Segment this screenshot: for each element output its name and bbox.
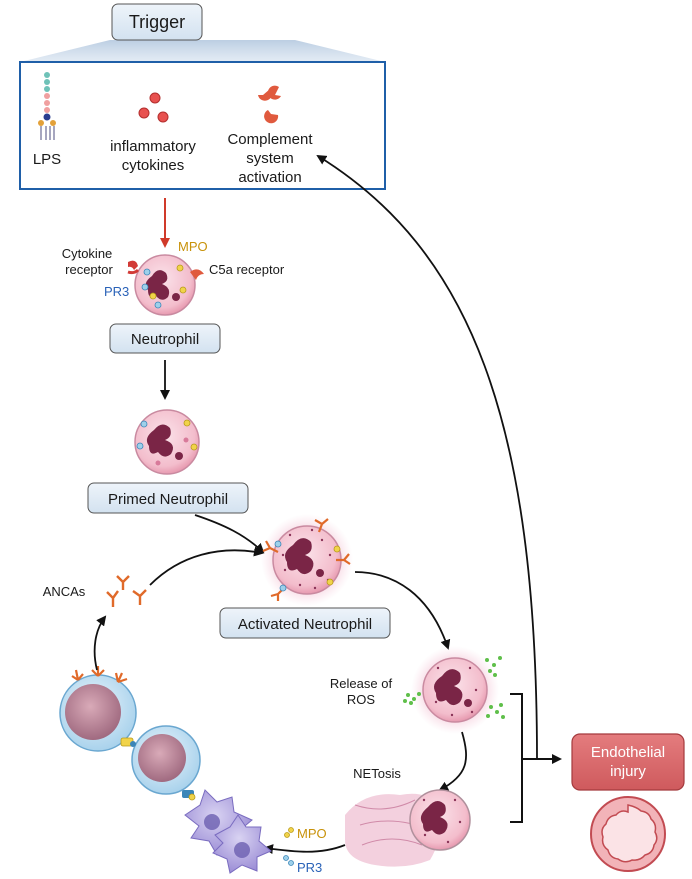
- primed-to-activated-arrow: [194, 514, 265, 554]
- trigger-panel: [19, 61, 386, 190]
- complement-label-line3: activation: [238, 169, 301, 186]
- cytokine-receptor-label-line1: Cytokine: [62, 246, 113, 261]
- dendritic-cells-icon: [184, 789, 272, 874]
- netosis-cell: [345, 789, 471, 867]
- trigger-fan: [20, 40, 385, 62]
- vessel-cross-section-icon: [590, 796, 666, 872]
- ros-particles-icon: [403, 656, 505, 719]
- bcell-to-ancas-arrow: [93, 615, 107, 671]
- endothelial-box: Endothelial injury: [571, 733, 685, 791]
- primed-neutrophil-box: Primed Neutrophil: [87, 482, 249, 514]
- ancas-icon: [106, 575, 147, 607]
- activated-neutrophil-cell: [261, 514, 353, 606]
- neutrophil-box-label: Neutrophil: [131, 331, 199, 348]
- trigger-title: Trigger: [129, 12, 185, 32]
- complement-label-line2: system: [246, 150, 294, 167]
- b-cell-synapse-lower: [182, 790, 196, 801]
- endothelial-label-line1: Endothelial: [591, 744, 665, 761]
- ancas-label: ANCAs: [43, 584, 86, 599]
- ros-label-line1: Release of: [330, 676, 393, 691]
- c5a-receptor-label: C5a receptor: [209, 262, 285, 277]
- cytokines-label-line1: inflammatory: [110, 138, 196, 155]
- cytokine-receptor-label-line2: receptor: [65, 262, 113, 277]
- cytokines-label-line2: cytokines: [122, 157, 185, 174]
- activated-to-ros-arrow: [354, 571, 451, 650]
- mpo-antigen-icon: [284, 827, 294, 838]
- ros-neutrophil-cell: [411, 646, 499, 734]
- complement-icon: [258, 85, 281, 124]
- feedback-arrow: [316, 154, 538, 760]
- mpo-antigen-label: MPO: [297, 826, 327, 841]
- ancas-to-activated-arrow: [149, 546, 264, 586]
- lps-label: LPS: [33, 151, 61, 168]
- activated-neutrophil-box: Activated Neutrophil: [219, 607, 391, 639]
- mpo-label: MPO: [178, 239, 208, 254]
- activated-neutrophil-box-label: Activated Neutrophil: [238, 616, 372, 633]
- pr3-antigen-icon: [283, 855, 294, 866]
- lps-icon: [38, 72, 56, 140]
- ros-label-line2: ROS: [347, 692, 376, 707]
- trigger-title-box: Trigger: [111, 3, 203, 41]
- b-cell-lower: [131, 725, 201, 795]
- netosis-to-dendritic-arrow: [263, 844, 346, 855]
- netosis-label: NETosis: [353, 766, 401, 781]
- ros-to-netosis-arrow: [438, 731, 467, 791]
- pr3-label: PR3: [104, 284, 129, 299]
- complement-label-line1: Complement: [227, 131, 313, 148]
- outcome-bracket: [510, 693, 523, 823]
- b-cell-synapse-upper: [120, 737, 136, 747]
- primed-neutrophil-cell: [134, 409, 200, 475]
- pr3-antigen-label: PR3: [297, 860, 322, 875]
- cytokines-icon: [138, 92, 169, 123]
- neutrophil-box: Neutrophil: [109, 323, 221, 354]
- b-cell-upper: [59, 666, 137, 752]
- primed-neutrophil-box-label: Primed Neutrophil: [108, 491, 228, 508]
- neutrophil-cell: [127, 254, 204, 316]
- endothelial-label-line2: injury: [610, 763, 646, 780]
